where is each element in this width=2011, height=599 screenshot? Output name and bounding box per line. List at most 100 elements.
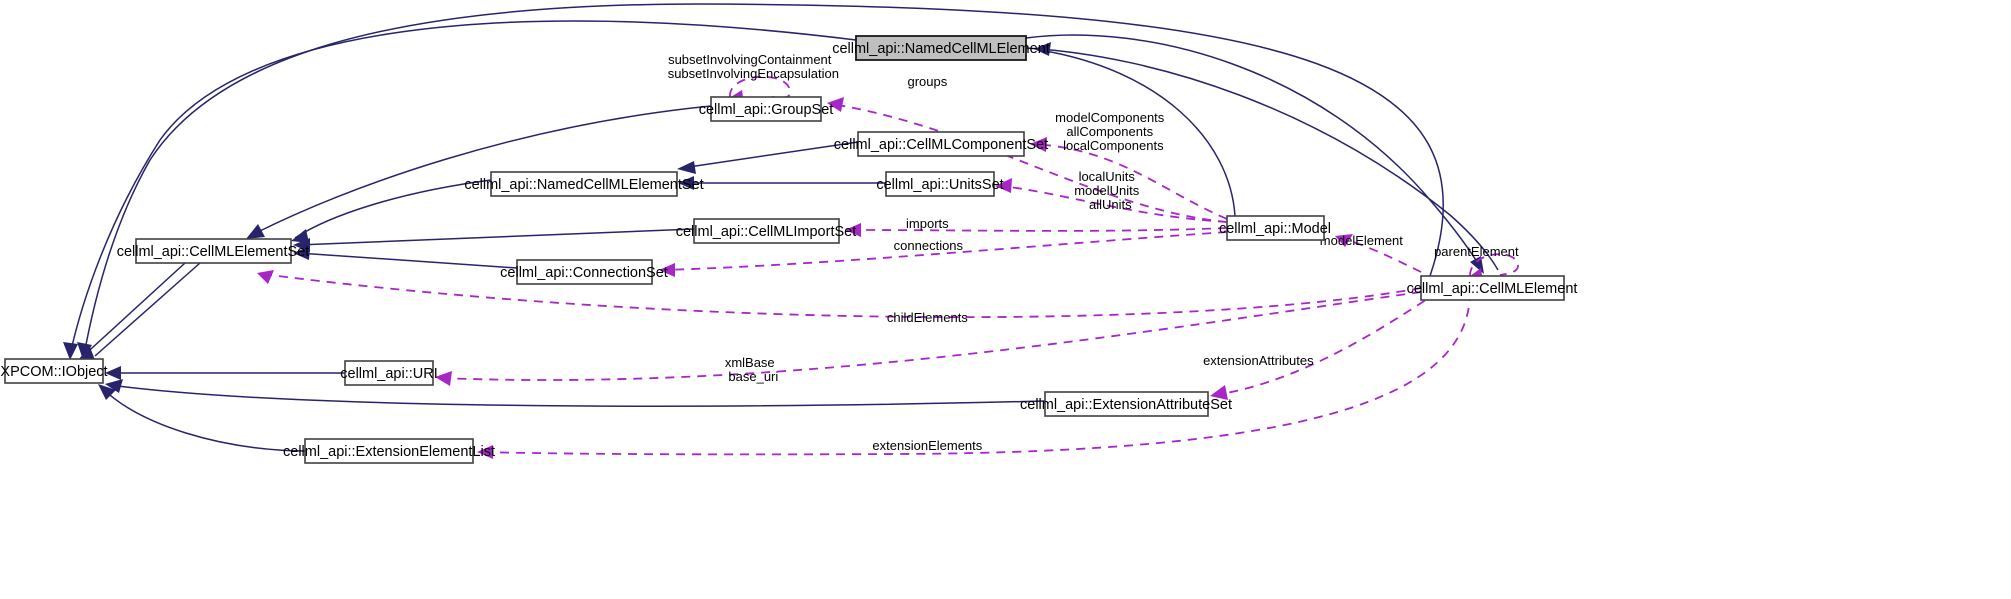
node-cellml-element-set[interactable]: cellml_api::CellMLElementSet xyxy=(117,238,310,264)
node-label: cellml_api::URI xyxy=(340,366,438,382)
node-label: cellml_api::ExtensionElementList xyxy=(283,444,495,460)
arrowhead-inherit xyxy=(677,161,696,174)
edge-extensionattributeset-to-iobject xyxy=(109,384,1046,407)
edge-cellmlelementset-to-iobject-b xyxy=(94,262,201,357)
node-model[interactable]: cellml_api::Model xyxy=(1219,215,1331,241)
arrowhead-inherit xyxy=(678,176,694,190)
edge-label-subset-involving: subsetInvolvingContainment subsetInvolvi… xyxy=(0,0,864,81)
node-box[interactable] xyxy=(4,358,104,384)
node-box[interactable] xyxy=(855,35,1027,61)
edge-model-to-namedcellmlelement xyxy=(1039,49,1236,217)
node-extension-attribute-set[interactable]: cellml_api::ExtensionAttributeSet xyxy=(1020,391,1232,417)
node-uri[interactable]: cellml_api::URI xyxy=(340,360,438,386)
node-label: cellml_api::CellMLElement xyxy=(1407,281,1578,297)
node-label: cellml_api::GroupSet xyxy=(699,102,834,118)
edge-label-components: modelComponents allComponents localCompo… xyxy=(0,0,1197,153)
node-label: cellml_api::CellMLElementSet xyxy=(117,244,310,260)
node-label: cellml_api::NamedCellMLElement xyxy=(832,41,1050,57)
node-box[interactable] xyxy=(304,438,474,464)
node-connection-set[interactable]: cellml_api::ConnectionSet xyxy=(500,259,668,285)
edge-label-child-elements: childElements xyxy=(0,0,993,325)
arrowhead-usage xyxy=(659,263,675,277)
node-box[interactable] xyxy=(693,218,840,244)
edge-labels: subsetInvolvingContainment subsetInvolvi… xyxy=(0,0,1544,453)
edge-label-model-element: modelElement xyxy=(0,0,1428,248)
edge-cellmlcomponentset-to-namedcellmlelementset xyxy=(681,141,859,169)
edge-cellmlelement-extensionelements-list xyxy=(481,291,1471,456)
arrowhead-inherit xyxy=(246,224,265,239)
edge-cellmlelement-childelements-elementset xyxy=(261,273,1422,319)
node-xpcom-iobject[interactable]: XPCOM::IObject xyxy=(0,358,108,384)
node-label: cellml_api::Model xyxy=(1219,221,1331,237)
edge-groupset-self-loop xyxy=(729,75,791,99)
edge-namedcellmlelement-to-iobject-top xyxy=(69,20,857,356)
arrowhead-inherit xyxy=(77,342,92,360)
arrowhead-usage xyxy=(477,445,493,459)
node-box[interactable] xyxy=(490,171,678,197)
edge-cellmlelement-modelelement-model xyxy=(1339,237,1422,273)
node-label: cellml_api::ExtensionAttributeSet xyxy=(1020,397,1232,413)
node-cellml-component-set[interactable]: cellml_api::CellMLComponentSet xyxy=(834,131,1048,157)
node-box[interactable] xyxy=(857,131,1025,157)
arrowhead-usage xyxy=(1335,234,1353,247)
node-group-set[interactable]: cellml_api::GroupSet xyxy=(699,96,834,122)
arrowhead-inherit xyxy=(293,246,310,260)
edge-namedcellmlelementset-to-cellmlelementset xyxy=(294,179,492,239)
node-cellml-element[interactable]: cellml_api::CellMLElement xyxy=(1407,275,1578,301)
arrowhead-inherit xyxy=(105,366,121,380)
edge-connectionset-to-cellmlelementset xyxy=(297,252,518,269)
edge-model-components-componentset xyxy=(1034,143,1228,220)
node-box[interactable] xyxy=(516,259,653,285)
edge-model-units-unitsset xyxy=(999,185,1228,223)
edge-label-units: localUnits modelUnits allUnits xyxy=(0,0,1172,212)
edge-cellmlelement-to-iobject-top xyxy=(83,3,1445,356)
edge-model-groups-groupset xyxy=(831,103,1228,223)
edge-cellmlelement-extensionattributes-set xyxy=(1214,291,1439,396)
arrowhead-usage xyxy=(827,97,844,112)
arrowhead-usage xyxy=(995,178,1012,193)
class-nodes: cellml_api::NamedCellMLElement cellml_ap… xyxy=(0,35,1578,464)
node-box[interactable] xyxy=(1044,391,1209,417)
node-label: cellml_api::UnitsSet xyxy=(876,177,1003,193)
arrowhead-usage xyxy=(435,371,452,386)
arrowhead-inherit xyxy=(105,379,123,393)
node-label: cellml_api::ConnectionSet xyxy=(500,265,668,281)
usage-edges xyxy=(257,75,1519,459)
edge-label-imports: imports xyxy=(0,0,974,231)
node-box[interactable] xyxy=(1226,215,1325,241)
node-box[interactable] xyxy=(344,360,434,386)
edge-label-groups: groups xyxy=(0,0,973,89)
node-named-cellml-element[interactable]: cellml_api::NamedCellMLElement xyxy=(832,35,1050,61)
edge-label-extension-elements: extensionElements xyxy=(0,0,1008,453)
edge-cellmlelementset-to-iobject xyxy=(79,262,186,360)
edge-groupset-to-cellmlelementset xyxy=(249,105,712,237)
edge-label-xml-base: xmlBase base_uri xyxy=(0,0,807,384)
node-box[interactable] xyxy=(1420,275,1565,301)
node-named-cellml-element-set[interactable]: cellml_api::NamedCellMLElementSet xyxy=(464,171,704,197)
arrowhead-inherit xyxy=(63,342,78,360)
edge-label-parent-element: parentElement xyxy=(0,0,1544,259)
edge-label-extension-attributes: extensionAttributes xyxy=(0,0,1339,368)
edge-model-imports-importset xyxy=(849,227,1228,232)
node-extension-element-list[interactable]: cellml_api::ExtensionElementList xyxy=(283,438,495,464)
node-units-set[interactable]: cellml_api::UnitsSet xyxy=(876,171,1004,197)
edge-namedcellmlelement-to-cellmlelement-b xyxy=(1025,47,1499,271)
arrowhead-inherit xyxy=(98,384,116,400)
node-label: cellml_api::CellMLImportSet xyxy=(676,224,857,240)
node-box[interactable] xyxy=(885,171,995,197)
node-box[interactable] xyxy=(135,238,292,264)
node-box[interactable] xyxy=(710,96,822,122)
arrowhead-usage xyxy=(845,223,861,237)
arrowhead-usage xyxy=(1030,137,1047,152)
edge-cellmlelement-self-loop xyxy=(1469,253,1519,277)
arrowhead-usage xyxy=(1210,385,1228,400)
node-label: XPCOM::IObject xyxy=(0,364,107,380)
inheritance-edges xyxy=(63,3,1499,452)
edge-label-connections: connections xyxy=(0,0,988,253)
arrowhead-usage xyxy=(257,270,274,284)
node-cellml-import-set[interactable]: cellml_api::CellMLImportSet xyxy=(676,218,857,244)
node-label: cellml_api::NamedCellMLElementSet xyxy=(464,177,703,193)
edge-cellmlimportset-to-cellmlelementset xyxy=(297,228,695,246)
